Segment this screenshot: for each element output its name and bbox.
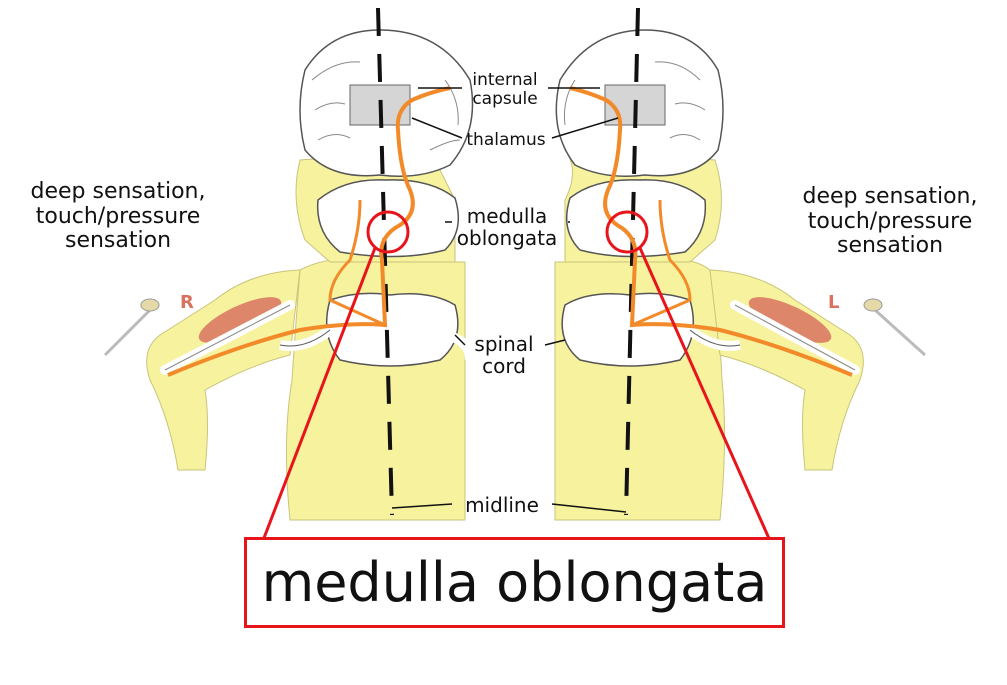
left-medulla-section bbox=[316, 179, 460, 258]
medulla-oblongata-label: medulla oblongata bbox=[456, 204, 558, 251]
right-pathway bbox=[569, 86, 853, 377]
deep-sensation-label-left: deep sensation, touch/pressure sensation bbox=[30, 179, 206, 254]
right-medulla-section bbox=[565, 179, 707, 258]
left-highlight-circle bbox=[366, 210, 410, 254]
zoom-guide-lines bbox=[244, 247, 785, 586]
right-brain-folds bbox=[564, 61, 706, 141]
left-pathway-branch bbox=[328, 199, 386, 327]
left-midline bbox=[376, 7, 394, 516]
left-figure bbox=[103, 7, 475, 521]
midline-label: midline bbox=[465, 493, 539, 517]
right-highlight-circle bbox=[605, 210, 649, 254]
internal-capsule-label: internal capsule bbox=[472, 70, 538, 110]
right-tuning-fork bbox=[873, 308, 927, 357]
spinal-cord-label: spinal cord bbox=[474, 332, 534, 379]
left-pathway bbox=[167, 86, 451, 377]
right-muscle bbox=[748, 297, 832, 343]
right-arm bbox=[709, 269, 864, 471]
deep-sensation-label-right: deep sensation, touch/pressure sensation bbox=[802, 184, 978, 259]
zoom-caption-text: medulla oblongata bbox=[261, 551, 768, 614]
left-bone-outline bbox=[164, 304, 291, 371]
right-figure bbox=[554, 7, 927, 521]
left-tuning-fork bbox=[103, 308, 152, 357]
right-spinal-section bbox=[561, 292, 695, 367]
thalamus-label: thalamus bbox=[466, 130, 546, 150]
left-muscle bbox=[198, 297, 282, 343]
right-fork-head bbox=[863, 298, 883, 312]
side-label-left: L bbox=[828, 292, 840, 313]
left-brain-folds bbox=[311, 61, 461, 151]
leader-lines bbox=[391, 87, 627, 513]
side-label-right: R bbox=[180, 292, 194, 313]
right-midline bbox=[624, 7, 640, 516]
left-spinal-section bbox=[325, 292, 459, 367]
right-pathway-branch bbox=[631, 199, 692, 327]
left-fork-head bbox=[140, 298, 160, 312]
zoom-caption-box: medulla oblongata bbox=[244, 537, 785, 628]
